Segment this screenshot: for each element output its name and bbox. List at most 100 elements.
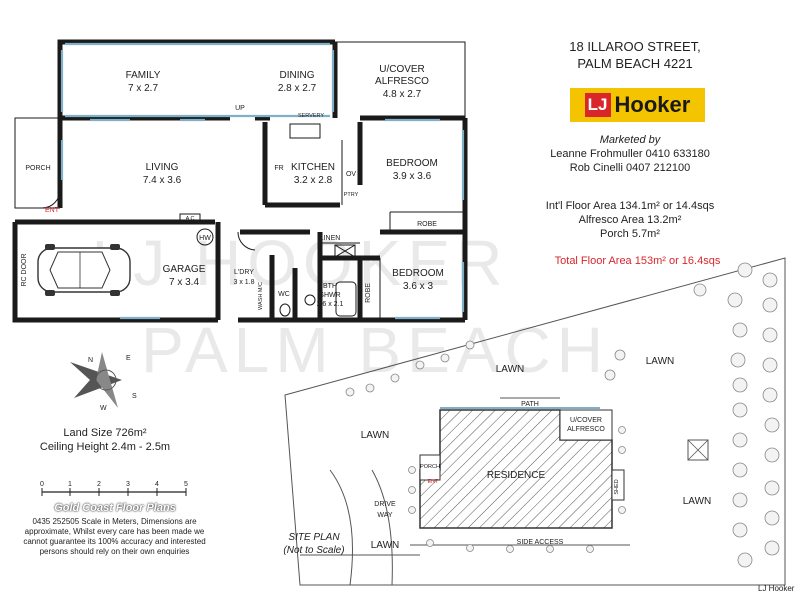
trees: [345, 262, 780, 568]
house-walls: [12, 39, 468, 323]
address-block: 18 ILLAROO STREET, PALM BEACH 4221: [545, 38, 725, 72]
alfresco-area: Alfresco Area 13.2m²: [578, 214, 682, 226]
oven-label: OV: [346, 171, 356, 178]
address-line1: 18 ILLAROO STREET,: [569, 39, 701, 54]
room-alfresco-size: 4.8 x 2.7: [383, 89, 422, 100]
scale-tick-3: 3: [126, 481, 130, 488]
room-living-name: LIVING: [146, 162, 179, 173]
servery-label: SERVERY: [298, 113, 324, 119]
marketing-heading: Marketed by: [599, 134, 661, 146]
compass-n: N: [88, 357, 93, 364]
ljhooker-logo: LJ Hooker: [570, 88, 705, 122]
room-dining-name: DINING: [280, 70, 315, 81]
room-family-size: 7 x 2.7: [128, 83, 158, 94]
site-alfresco-label2: ALFRESCO: [567, 426, 605, 433]
ac-label: A C: [186, 216, 195, 222]
lot-block: Land Size 726m² Ceiling Height 2.4m - 2.…: [20, 426, 190, 454]
site-lawn-3: LAWN: [361, 430, 390, 441]
laundry-door-swing: [237, 231, 256, 251]
disclaimer-line3: cannot guarantee its 100% accuracy and i…: [23, 537, 206, 546]
marketing-block: Marketed by Leanne Frohmuller 0410 63318…: [515, 133, 745, 175]
scale-tick-5: 5: [184, 481, 188, 488]
room-bed2-name: BEDROOM: [392, 268, 444, 279]
compass-w: W: [100, 405, 107, 412]
logo-mark: LJ: [584, 93, 611, 117]
room-dining-size: 2.8 x 2.7: [278, 83, 317, 94]
disclaimer-line4: persons should rely on their own enquiri…: [39, 547, 190, 556]
site-alfresco-label1: U/COVER: [570, 417, 602, 424]
wc-label: WC: [278, 291, 290, 298]
car-icon: [37, 244, 131, 296]
room-kitchen-name: KITCHEN: [291, 162, 335, 173]
rc-door-label: RC DOOR: [21, 253, 28, 286]
room-laundry-name: L'DRY: [234, 269, 254, 276]
watermark-line1: LJ HOOKER: [92, 227, 509, 299]
fridge-label: FR: [274, 165, 283, 172]
porch-label: PORCH: [25, 165, 50, 172]
room-garage-name: GARAGE: [163, 264, 206, 275]
site-drive-label2: WAY: [377, 512, 392, 519]
agent-1: Leanne Frohmuller 0410 633180: [550, 148, 710, 160]
porch-area: Porch 5.7m²: [600, 228, 660, 240]
room-bed1-size: 3.9 x 3.6: [393, 171, 432, 182]
wash-label: WASH M/C: [258, 282, 264, 310]
address-line2: PALM BEACH 4221: [577, 56, 693, 71]
scale-bar: [41, 488, 187, 496]
site-plan-subtitle: (Not to Scale): [283, 545, 344, 556]
scale-tick-1: 1: [68, 481, 72, 488]
watermark-line2: PALM BEACH: [141, 314, 609, 386]
gcfp-logo: Gold Coast Floor Plans: [54, 502, 176, 514]
room-bed1-name: BEDROOM: [386, 158, 438, 169]
room-garage-size: 7 x 3.4: [169, 277, 199, 288]
entry-door-swing: [41, 189, 61, 209]
site-side-access-label: SIDE ACCESS: [517, 539, 564, 546]
entry-label: ENT: [45, 207, 60, 214]
disclaimer-line1: 0435 252505 Scale in Meters, Dimensions …: [32, 517, 197, 526]
site-plan-title: SITE PLAN: [288, 532, 340, 543]
scale-tick-0: 0: [40, 481, 44, 488]
disclaimer-block: 0435 252505 Scale in Meters, Dimensions …: [22, 517, 207, 557]
site-lawn-4: LAWN: [683, 496, 712, 507]
room-bath-name: BTH: [323, 283, 337, 290]
site-lawn-5: LAWN: [371, 540, 400, 551]
hot-water-label: HW: [199, 235, 211, 242]
room-kitchen-size: 3.2 x 2.8: [294, 175, 333, 186]
scale-tick-4: 4: [155, 481, 159, 488]
robe2-label: ROBE: [365, 283, 372, 303]
room-laundry-size: 3 x 1.8: [233, 279, 254, 286]
compass-icon: [70, 352, 122, 408]
windows: [60, 42, 465, 320]
room-family-name: FAMILY: [126, 70, 161, 81]
land-size: Land Size 726m²: [63, 427, 147, 439]
room-alfresco-name2: ALFRESCO: [375, 76, 429, 87]
internal-area: Int'l Floor Area 134.1m² or 14.4sqs: [545, 200, 715, 212]
logo-word: Hooker: [614, 92, 691, 117]
scale-tick-2: 2: [97, 481, 101, 488]
compass-s: S: [132, 393, 137, 400]
footer-logo: LJ Hooker: [758, 584, 795, 593]
site-residence-label: RESIDENCE: [487, 470, 546, 481]
site-entry-label: ENT: [428, 479, 440, 485]
compass-e: E: [126, 355, 131, 362]
disclaimer-line2: approximate, Whilst every care has been …: [24, 527, 205, 536]
agent-2: Rob Cinelli 0407 212100: [569, 162, 691, 174]
room-bath-name2: SHWR: [319, 292, 340, 299]
area-block: Int'l Floor Area 134.1m² or 14.4sqs Alfr…: [515, 199, 745, 241]
room-alfresco-name: U/COVER: [379, 64, 425, 75]
room-living-size: 7.4 x 3.6: [143, 175, 182, 186]
site-path-label: PATH: [521, 401, 539, 408]
site-lawn-2: LAWN: [646, 356, 675, 367]
robe1-label: ROBE: [417, 221, 437, 228]
up-label: UP: [235, 105, 245, 112]
site-lawn-1: LAWN: [496, 364, 525, 375]
site-drive-label1: DRIVE: [374, 501, 396, 508]
ceiling-height: Ceiling Height 2.4m - 2.5m: [39, 441, 171, 453]
site-porch-label: PORCH: [420, 464, 440, 470]
site-plan: [284, 257, 786, 586]
total-area: Total Floor Area 153m² or 16.4sqs: [554, 255, 721, 267]
pantry-label: PTRY: [344, 192, 359, 198]
room-bath-size: 2.6 x 2.1: [317, 301, 344, 308]
room-bed2-size: 3.6 x 3: [403, 281, 433, 292]
